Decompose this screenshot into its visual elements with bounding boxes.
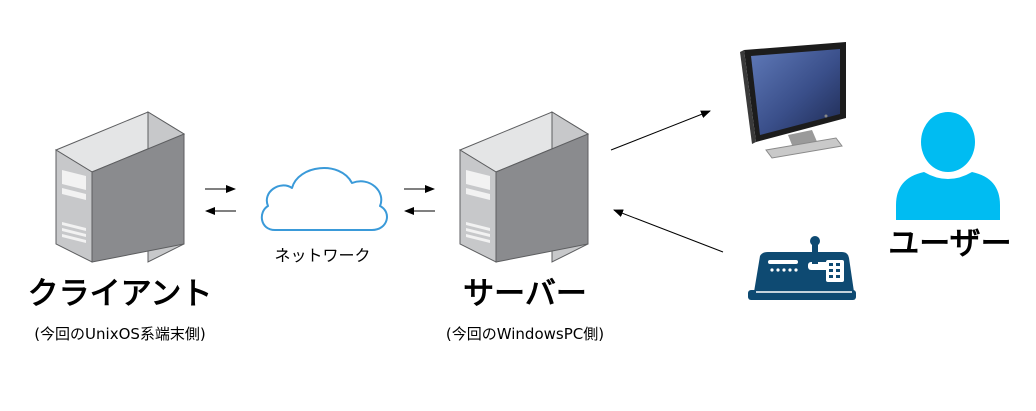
arrow-controller-to-server (613, 209, 724, 253)
client-server-icon (54, 111, 186, 263)
arrow-server-to-monitor (610, 110, 711, 151)
network-label: ネットワーク (274, 246, 371, 265)
server-sublabel: (今回のWindowsPC側) (445, 325, 605, 343)
monitor-icon (740, 42, 846, 159)
user-icon (896, 112, 1000, 220)
client-sublabel: (今回のUnixOS系端末側) (34, 325, 206, 343)
controller-icon (748, 236, 856, 300)
server-icon (458, 111, 590, 263)
server-label: サーバー (463, 276, 587, 312)
user-label: ユーザー (888, 226, 1012, 262)
network-cloud-icon (260, 167, 388, 231)
client-label: クライアント (27, 276, 213, 312)
